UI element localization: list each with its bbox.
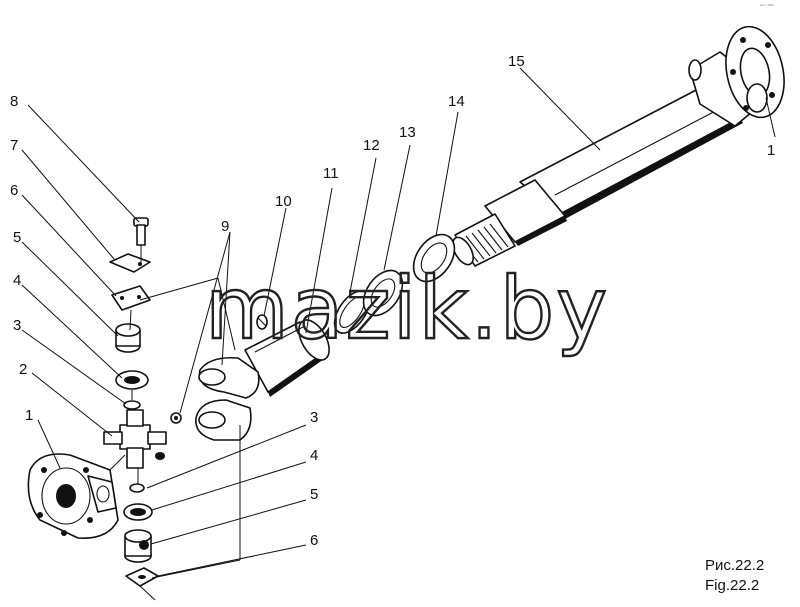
spider-cross [103, 409, 167, 469]
callout-8: 8 [10, 93, 18, 110]
callout-3-lower: 3 [310, 409, 318, 426]
callout-10: 10 [275, 193, 292, 210]
callout-6: 6 [10, 182, 18, 199]
right-yoke-flange [688, 25, 785, 127]
left-flange [27, 453, 119, 539]
callout-1-right: 1 [767, 142, 775, 159]
assembly-axes [109, 245, 241, 601]
ring-3-top [123, 400, 141, 410]
callout-6-lower: 6 [310, 532, 318, 549]
callout-14: 14 [448, 93, 465, 110]
callout-1-left: 1 [25, 407, 33, 424]
seal-4-top [115, 370, 149, 390]
callout-5-lower: 5 [310, 486, 318, 503]
callout-12: 12 [363, 137, 380, 154]
caption-en: Fig.22.2 [705, 577, 759, 594]
callout-11: 11 [323, 165, 339, 182]
slip-yoke [195, 319, 330, 441]
seal-4-bottom [123, 503, 153, 521]
bolt-8 [133, 217, 149, 246]
callout-labels: 8 7 6 5 4 3 2 1 9 10 11 12 13 14 15 1 3 … [10, 53, 775, 549]
callout-3: 3 [13, 317, 21, 334]
leader-lines [21, 67, 776, 577]
plate-6-bottom [125, 567, 159, 587]
ring-3-bottom [129, 483, 145, 493]
plate-6-top [111, 285, 151, 311]
plug-10 [256, 314, 268, 330]
watermark: mazik.by [205, 259, 609, 359]
shaft-tube [451, 87, 743, 267]
callout-4: 4 [13, 272, 21, 289]
callout-7: 7 [10, 137, 18, 154]
caption-ru: Рис.22.2 [705, 557, 764, 574]
callout-13: 13 [399, 124, 416, 141]
lock-plate-7 [109, 253, 151, 273]
callout-15: 15 [508, 53, 525, 70]
cup-5-bottom [124, 529, 152, 563]
cup-5-top [115, 323, 141, 353]
seal-14 [412, 233, 456, 283]
callout-5: 5 [13, 229, 21, 246]
washer-13 [362, 269, 404, 317]
grease-fitting-9 [170, 412, 182, 424]
callout-2: 2 [19, 361, 27, 378]
callout-4-lower: 4 [310, 447, 318, 464]
corner-mark: ᵃᵇᶜ ⁰⁰⁰ [760, 4, 774, 10]
callout-9: 9 [221, 218, 229, 235]
